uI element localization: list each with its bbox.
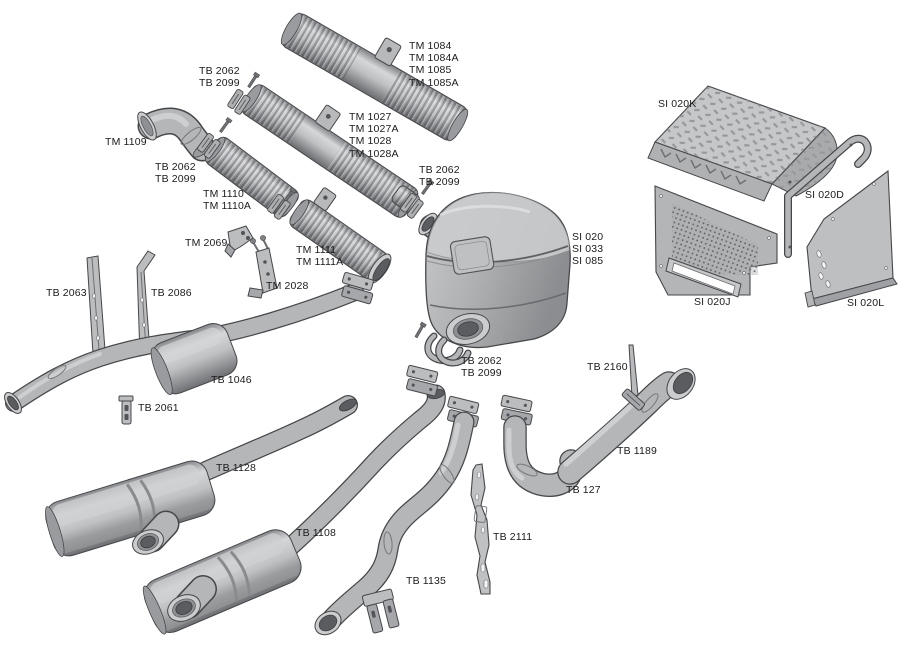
part-tb1135-tail-pipe [314, 395, 483, 636]
part-si020d-strap-bracket [784, 134, 872, 258]
part-tm2069-bracket [224, 225, 254, 258]
part-si020j-perforated-panel [654, 185, 778, 298]
tread-lip-ribs [660, 148, 747, 186]
part-si020-muffler-body [425, 192, 571, 349]
si020-access-plate [449, 236, 495, 275]
part-tb2061-mount-bracket [118, 395, 134, 425]
part-si020-outlet-clamps [413, 321, 472, 367]
tb1135-hanger-bracket [361, 588, 400, 634]
part-si020k-tread-plate-cover [647, 85, 838, 202]
part-tb2160-hanger-rod [621, 344, 645, 411]
part-tb2063-hanger-rail [86, 255, 106, 355]
part-tb2111-support-bracket [470, 463, 491, 595]
part-tm1109-elbow-pipe [137, 107, 216, 162]
part-tb1128-rear-silencer [45, 395, 358, 557]
part-tb1046-front-pipe [4, 271, 378, 414]
part-tm1111-flex-pipe [289, 187, 392, 284]
clamp-set-d [391, 179, 435, 220]
part-tb1108-rear-silencer [142, 364, 446, 635]
part-si020l-side-panel [804, 169, 898, 308]
part-tm1084-flex-pipe [280, 12, 469, 142]
part-tm2028-bracket [247, 235, 278, 299]
